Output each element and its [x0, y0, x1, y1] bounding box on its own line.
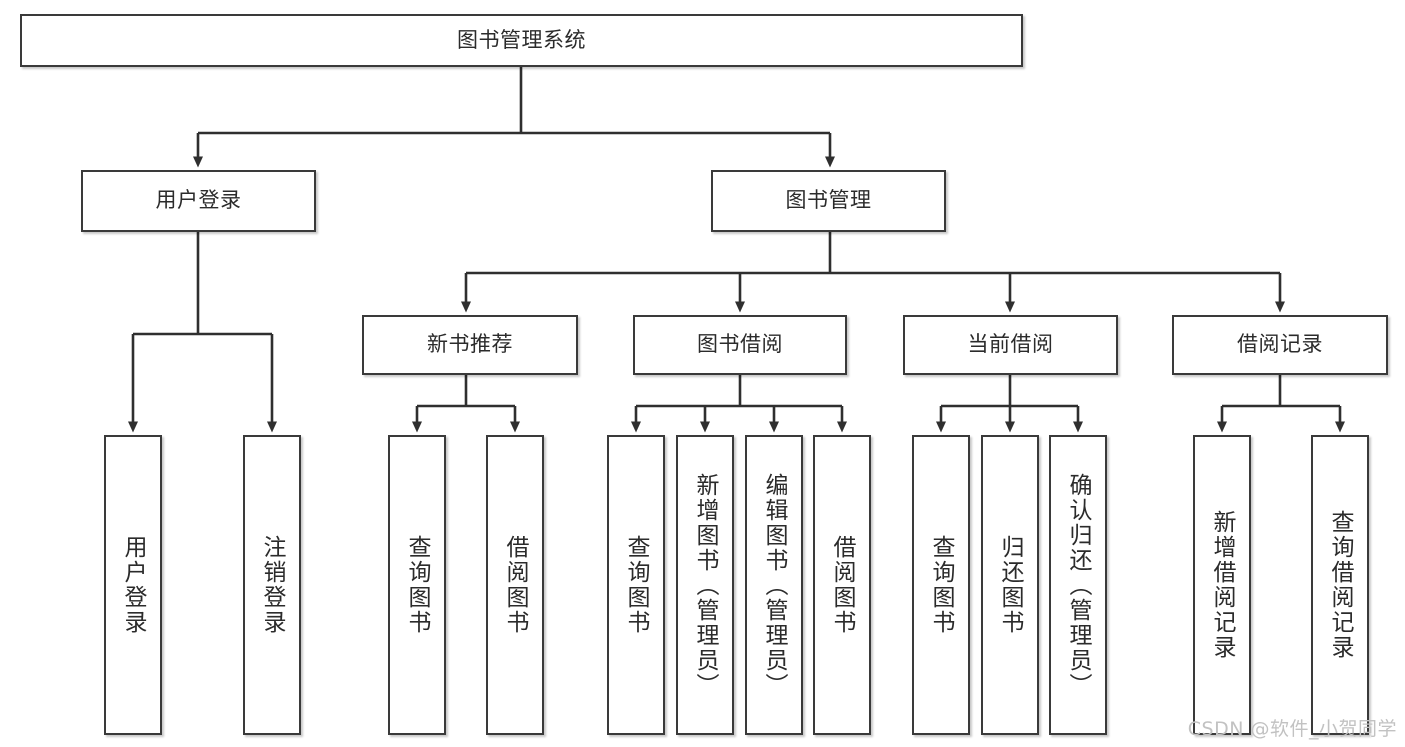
node-leaf-recommend-query-book-label: 查询图书 — [404, 535, 431, 635]
node-leaf-borrow-edit-book[interactable]: 编辑图书（管理员） — [745, 435, 803, 735]
node-new-book-recommend-label: 新书推荐 — [427, 332, 513, 357]
node-leaf-record-add-record[interactable]: 新增借阅记录 — [1193, 435, 1251, 735]
node-leaf-borrow-edit-book-label: 编辑图书（管理员） — [761, 472, 788, 698]
node-new-book-recommend[interactable]: 新书推荐 — [362, 315, 578, 375]
node-leaf-borrow-add-book[interactable]: 新增图书（管理员） — [676, 435, 734, 735]
node-leaf-login-logout[interactable]: 注销登录 — [243, 435, 301, 735]
node-leaf-login-logout-label: 注销登录 — [259, 535, 286, 635]
node-leaf-record-query-record-label: 查询借阅记录 — [1327, 510, 1354, 660]
node-leaf-borrow-add-book-label: 新增图书（管理员） — [692, 472, 719, 698]
node-leaf-borrow-borrow-book[interactable]: 借阅图书 — [813, 435, 871, 735]
node-root-label: 图书管理系统 — [457, 27, 586, 52]
node-leaf-login-user-login[interactable]: 用户登录 — [104, 435, 162, 735]
csdn-watermark: CSDN @软件_小贺同学 — [1187, 718, 1397, 740]
node-user-login[interactable]: 用户登录 — [81, 170, 316, 232]
node-leaf-current-return-book-label: 归还图书 — [997, 535, 1024, 635]
node-leaf-recommend-borrow-book-label: 借阅图书 — [502, 535, 529, 635]
node-leaf-current-query-book-label: 查询图书 — [928, 535, 955, 635]
node-borrow-record-label: 借阅记录 — [1237, 332, 1323, 357]
node-leaf-recommend-borrow-book[interactable]: 借阅图书 — [486, 435, 544, 735]
node-leaf-borrow-query-book-label: 查询图书 — [623, 535, 650, 635]
node-leaf-recommend-query-book[interactable]: 查询图书 — [388, 435, 446, 735]
node-book-manage-label: 图书管理 — [785, 188, 872, 213]
node-user-login-label: 用户登录 — [155, 188, 242, 213]
node-book-manage[interactable]: 图书管理 — [711, 170, 946, 232]
node-leaf-login-user-login-label: 用户登录 — [120, 535, 147, 635]
node-leaf-record-add-record-label: 新增借阅记录 — [1209, 510, 1236, 660]
node-leaf-current-return-book[interactable]: 归还图书 — [981, 435, 1039, 735]
node-leaf-current-confirm-return[interactable]: 确认归还（管理员） — [1049, 435, 1107, 735]
node-leaf-current-confirm-return-label: 确认归还（管理员） — [1065, 472, 1092, 698]
node-leaf-borrow-borrow-book-label: 借阅图书 — [829, 535, 856, 635]
node-leaf-record-query-record[interactable]: 查询借阅记录 — [1311, 435, 1369, 735]
node-current-borrow[interactable]: 当前借阅 — [903, 315, 1118, 375]
node-borrow-record[interactable]: 借阅记录 — [1172, 315, 1388, 375]
node-leaf-borrow-query-book[interactable]: 查询图书 — [607, 435, 665, 735]
node-current-borrow-label: 当前借阅 — [967, 332, 1054, 357]
node-root[interactable]: 图书管理系统 — [20, 14, 1023, 67]
node-book-borrow[interactable]: 图书借阅 — [633, 315, 847, 375]
node-book-borrow-label: 图书借阅 — [697, 332, 783, 357]
node-leaf-current-query-book[interactable]: 查询图书 — [912, 435, 970, 735]
